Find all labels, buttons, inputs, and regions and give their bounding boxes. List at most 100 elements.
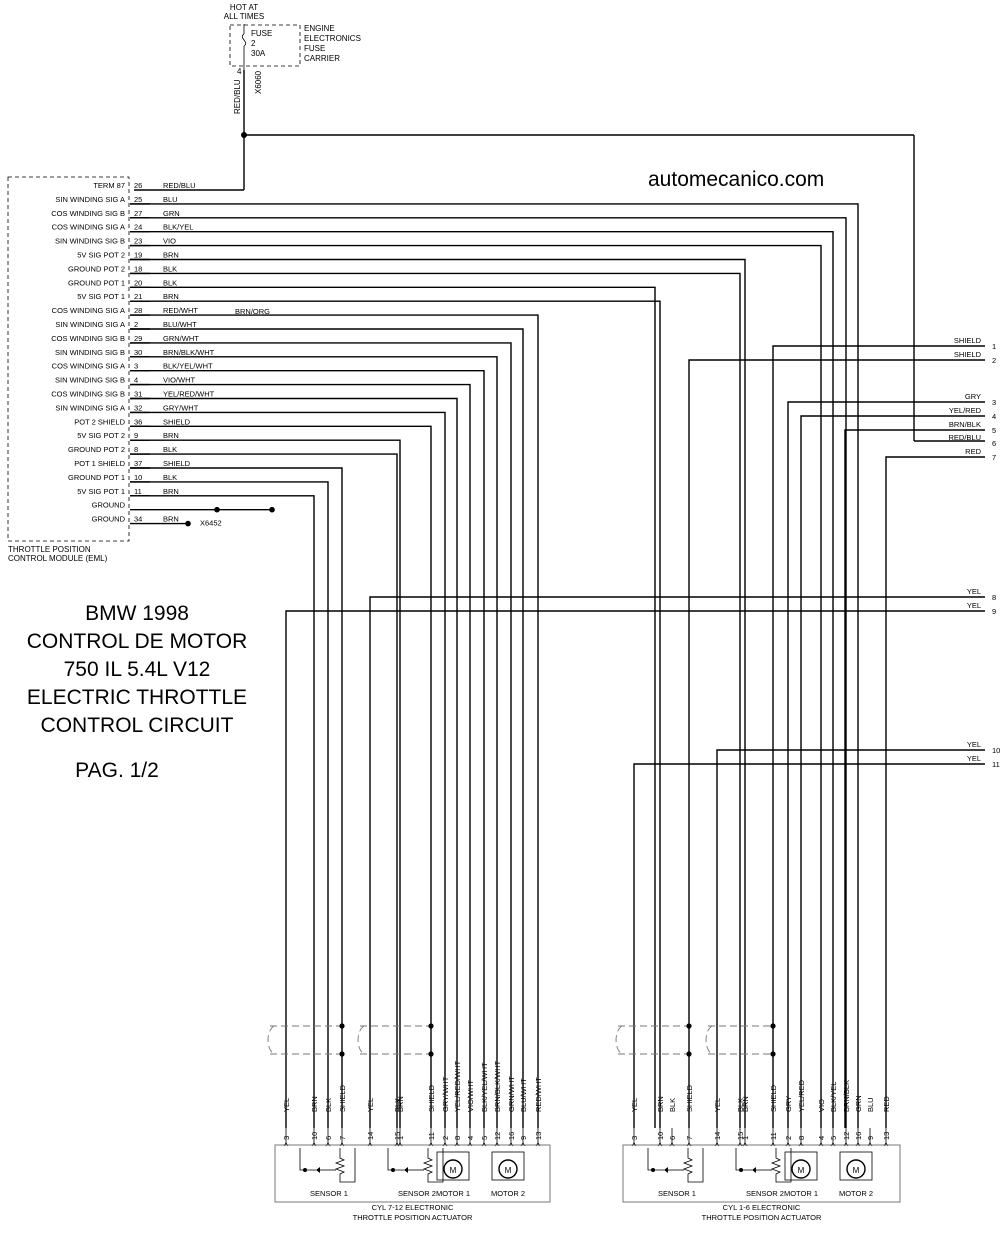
actuator-wire-color: BLK/YEL/WHT xyxy=(480,1062,489,1112)
ground-terminal-dot xyxy=(269,506,275,513)
right-connector-color: YEL/RED xyxy=(949,406,982,415)
module-signal-wire xyxy=(130,217,847,1128)
actuator-wire-pin: 16 xyxy=(507,1132,516,1140)
all-times-label: ALL TIMES xyxy=(224,12,264,21)
module-pin-color: BLK xyxy=(163,445,177,454)
module-signal-wire xyxy=(130,467,343,1128)
module-pin-label: SIN WINDING SIG B xyxy=(55,237,125,246)
module-pin-color: BLK xyxy=(163,473,177,482)
actuator-wire-color: VIO/WHT xyxy=(466,1080,475,1112)
motor-icon xyxy=(443,1159,463,1179)
actuator-wire-pin: 11 xyxy=(427,1132,436,1140)
module-pin-number: 20 xyxy=(134,278,142,287)
actuator: YEL3BRN10BLK6SHIELD7YEL14BLK15BRN1SHIELD… xyxy=(615,1023,901,1222)
module-pin-color: VIO/WHT xyxy=(163,376,195,385)
sensor-node xyxy=(303,1168,307,1172)
module-pin-color: BLK/YEL/WHT xyxy=(163,362,213,371)
actuator-wire-color: YEL xyxy=(630,1098,639,1112)
module-pin-label: SIN WINDING SIG A xyxy=(55,320,125,329)
actuator-wire-pin: 4 xyxy=(817,1136,826,1140)
module-pin-color: GRN xyxy=(163,209,180,218)
module-pin-color: BRN xyxy=(163,515,179,524)
module-pin-number: 24 xyxy=(134,223,142,232)
actuator-title: THROTTLE POSITION ACTUATOR xyxy=(353,1213,473,1222)
motor-icon xyxy=(846,1159,866,1179)
actuator-wire-pin: 7 xyxy=(685,1136,694,1140)
actuator-wire-color: YEL/RED/WHT xyxy=(453,1060,462,1112)
module-pin-label: SIN WINDING SIG B xyxy=(55,348,125,357)
actuator-wire-color: YEL/RED xyxy=(797,1079,806,1112)
actuator-wire-pin: 15 xyxy=(736,1132,745,1140)
wiper-arrow-icon xyxy=(664,1167,668,1173)
module-pin-color: SHIELD xyxy=(163,417,191,426)
actuator-wire-pin: 9 xyxy=(519,1136,528,1140)
module-pin-label: GROUND xyxy=(92,515,126,524)
module-pin-label: GROUND POT 2 xyxy=(68,264,125,273)
motor-frame xyxy=(491,1151,525,1181)
sensor-label: SENSOR 2 xyxy=(398,1189,436,1198)
actuator-wire-pin: 13 xyxy=(534,1132,543,1140)
right-connector-color: GRY xyxy=(965,392,981,401)
actuator-housing xyxy=(622,1144,901,1203)
module-signal-wire xyxy=(130,286,656,1128)
actuator-wire-color: YEL xyxy=(282,1098,291,1112)
right-connector-wire xyxy=(369,596,985,1128)
actuator-wire-color: RED xyxy=(882,1096,891,1112)
cable-shield xyxy=(270,1025,342,1055)
right-connector-pin: 1 xyxy=(992,342,996,351)
actuator-wire-color: YEL xyxy=(366,1098,375,1112)
module-pin-color: VIO xyxy=(163,237,176,246)
shield-dot xyxy=(686,1023,692,1029)
module-pin-color: YEL/RED/WHT xyxy=(163,390,215,399)
actuator-wire-pin: 2 xyxy=(784,1136,793,1140)
right-connector-color: RED/BLU xyxy=(948,433,981,442)
module-signal-wire xyxy=(130,328,524,1128)
module-pin-number: 31 xyxy=(134,390,142,399)
actuator-wire-color: BLU xyxy=(866,1097,875,1112)
right-connector-pin: 9 xyxy=(992,607,996,616)
actuator-wire-pin: 3 xyxy=(282,1136,291,1140)
right-connector-pin: 8 xyxy=(992,593,996,602)
module-pin-label: 5V SIG POT 1 xyxy=(77,292,125,301)
right-connector-pin: 2 xyxy=(992,356,996,365)
right-connector-color: YEL xyxy=(967,740,981,749)
module-pin-label: GROUND xyxy=(92,501,126,510)
actuator-wire-color: BRN xyxy=(741,1096,750,1112)
module-signal-wire xyxy=(130,439,401,1128)
actuator-title: THROTTLE POSITION ACTUATOR xyxy=(702,1213,822,1222)
motor-symbol: M xyxy=(853,1166,860,1175)
actuator-wire-pin: 1 xyxy=(741,1136,750,1140)
right-connector-wire xyxy=(716,749,985,1128)
module-pin-number: 18 xyxy=(134,264,142,273)
right-connector-color: RED xyxy=(965,447,981,456)
module-pin-label: GROUND POT 2 xyxy=(68,445,125,454)
cable-shield xyxy=(360,1025,431,1055)
module-pin-number: 36 xyxy=(134,417,142,426)
right-connector-color: SHIELD xyxy=(954,336,982,345)
sensor-node xyxy=(391,1168,395,1172)
module-pin-number: 32 xyxy=(134,403,142,412)
shield-dot xyxy=(339,1051,345,1057)
module-pin-label: COS WINDING SIG B xyxy=(51,390,125,399)
potentiometer-icon xyxy=(334,1148,356,1183)
module-pin-label: POT 2 SHIELD xyxy=(74,417,125,426)
module-pin-number: 8 xyxy=(134,445,138,454)
title-line: BMW 1998 xyxy=(85,602,189,625)
right-connector-color: SHIELD xyxy=(954,350,982,359)
module-signal-wire xyxy=(130,300,661,1128)
actuator-wire-color: BLK xyxy=(668,1098,677,1112)
fuse-label: FUSE xyxy=(251,29,272,38)
module-pin-label: COS WINDING SIG A xyxy=(52,306,125,315)
cable-shield xyxy=(615,1025,623,1055)
right-connector-color: YEL xyxy=(967,601,981,610)
shield-dot xyxy=(428,1023,434,1029)
sensor-label: SENSOR 1 xyxy=(310,1189,348,1198)
sensor-circuit xyxy=(299,1148,316,1171)
module-pin-color: BRN xyxy=(163,251,179,260)
module-signal-wire xyxy=(130,258,746,1128)
sensor-label: SENSOR 1 xyxy=(658,1189,696,1198)
right-connector-wire xyxy=(787,401,985,1128)
module-pin-color: GRY/WHT xyxy=(163,403,199,412)
module-signal-wire xyxy=(130,314,539,1128)
